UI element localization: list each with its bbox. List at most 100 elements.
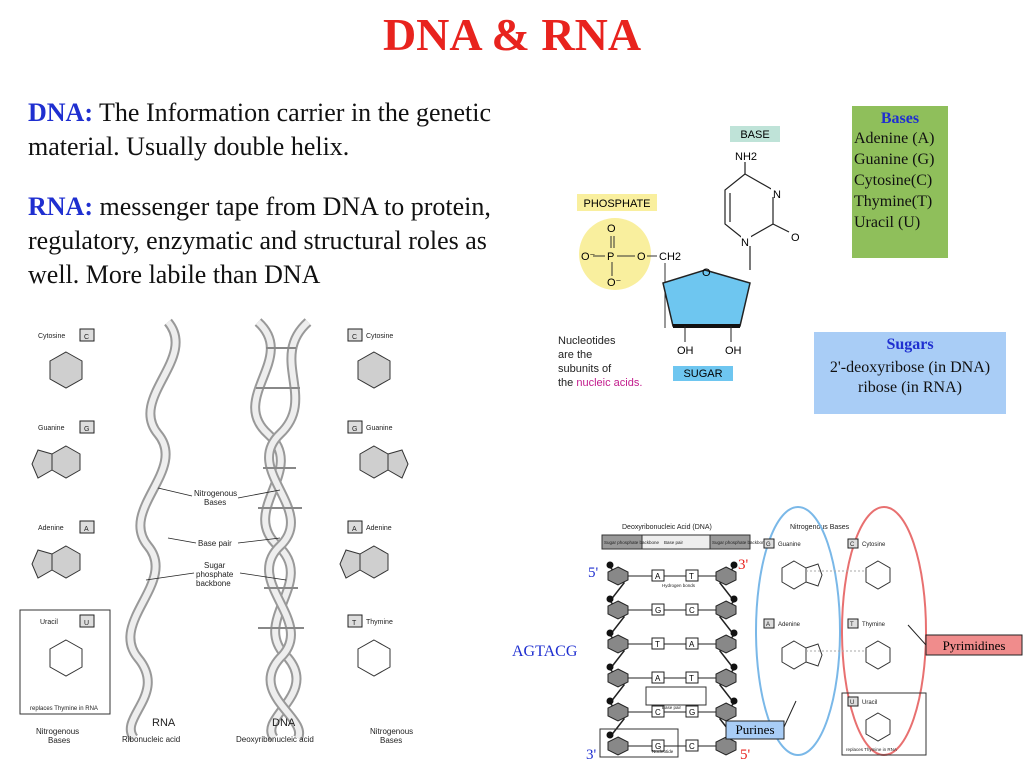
sugar-item-ribose: ribose (in RNA)	[858, 379, 962, 396]
rna-line-2: regulatory, enzymatic and structural rol…	[28, 226, 487, 255]
rung-letter-left: A	[655, 674, 661, 683]
phosphate-dot	[606, 697, 614, 705]
rna-line-3: well. More labile than DNA	[28, 260, 321, 289]
sugars-heading: Sugars	[886, 336, 934, 353]
three-prime-top: 3'	[738, 557, 749, 573]
rung-letter-right: T	[689, 572, 694, 581]
dna-ladder-diagram: Deoxyribonucleic Acid (DNA) Nitrogenous …	[512, 506, 1023, 763]
pyrimidine-u-name: Uracil	[862, 700, 877, 706]
dna-label: DNA	[272, 717, 296, 729]
base-item-adenine: Adenine (A)	[854, 130, 935, 147]
base-nitrogen-1: N	[741, 237, 749, 249]
pyrimidine-t-name: Thymine	[862, 622, 886, 628]
rna-description: RNA: messenger tape from DNA to protein,…	[28, 190, 608, 292]
caption-line-1: Nucleotides	[558, 335, 616, 347]
sugar-left	[607, 634, 629, 654]
purine-a-letter: A	[766, 622, 770, 628]
base-oxygen: O	[791, 232, 800, 244]
five-prime-top: 5'	[588, 565, 599, 581]
phosphate-dot	[730, 663, 738, 671]
rna-dna-helix-figure: Cytosine C Guanine G Adenine A Uracil U …	[19, 318, 413, 745]
rung-base-right	[685, 739, 699, 752]
legend-text-left: Sugar phosphate backbone	[604, 540, 660, 545]
sugar-label-box	[673, 366, 733, 381]
rung-base-left	[651, 739, 665, 752]
phosphate-group-highlight	[579, 218, 651, 290]
rung-base-right	[685, 637, 699, 650]
hydrogen-bonds-label: Hydrogen bonds	[662, 583, 696, 588]
phosphate-dot	[606, 595, 614, 603]
legend-backbone-right	[709, 534, 751, 550]
annotation-base-pair: Base pair	[198, 539, 232, 548]
rung-base-left	[651, 637, 665, 650]
rna-line-1: messenger tape from DNA to protein,	[93, 192, 491, 221]
left-uracil-name: Uracil	[40, 619, 58, 626]
base-pair-box	[645, 686, 707, 706]
rung-letter-right: G	[689, 708, 695, 717]
hydroxyl-3: OH	[725, 345, 742, 357]
sugar-left	[607, 668, 629, 688]
nucleotide-caption: Nucleotides are the subunits of the nucl…	[558, 334, 642, 390]
pyrimidine-c-name: Cytosine	[862, 542, 886, 548]
rung-letter-left: C	[655, 708, 661, 717]
rung-base-left	[651, 569, 665, 582]
pyrimidine-t-letter: T	[850, 622, 854, 628]
rna-strand	[125, 318, 181, 742]
base-item-thymine: Thymine(T)	[854, 193, 933, 210]
rung-letter-left: G	[655, 742, 661, 751]
rung-letter-right: T	[689, 674, 694, 683]
bases-heading: Bases	[880, 110, 920, 127]
annotation-sugar: Sugar	[204, 561, 226, 570]
hydroxyl-2: OH	[677, 345, 694, 357]
bottom-right-line-2: Bases	[380, 736, 402, 745]
left-uracil-letter: U	[84, 620, 89, 627]
sugar-left	[607, 566, 629, 586]
rung-base-left	[651, 603, 665, 616]
caption-prefix: the	[558, 377, 577, 389]
phosphate-label: PHOSPHATE	[583, 198, 650, 210]
pyrimidine-u-letter: U	[850, 700, 854, 706]
rna-keyword: RNA:	[28, 192, 93, 221]
left-uracil-note: replaces Thymine in RNA	[30, 706, 98, 712]
base-pair-label: Base pair	[662, 705, 682, 710]
bottom-left-line-2: Bases	[48, 736, 70, 745]
rna-sub-label: Ribonucleic acid	[122, 735, 180, 744]
right-adenine-name: Adenine	[366, 525, 392, 532]
rung-base-right	[685, 603, 699, 616]
rung-letter-right: C	[689, 606, 695, 615]
base-item-guanine: Guanine (G)	[854, 151, 935, 168]
base-item-cytosine: Cytosine(C)	[854, 172, 933, 189]
dna-sub-label: Deoxyribonucleic acid	[236, 735, 314, 744]
bases-box: Bases Adenine (A) Guanine (G) Cytosine(C…	[852, 106, 948, 258]
base-label: BASE	[740, 129, 769, 141]
phosphate-dot	[606, 561, 614, 569]
phosphate-dot	[730, 629, 738, 637]
phosphate-oxygen-bottom: O⁻	[607, 277, 622, 289]
dna-description: DNA: The Information carrier in the gene…	[28, 96, 598, 164]
phosphate-dot	[606, 629, 614, 637]
sugars-box: Sugars 2'-deoxyribose (in DNA) ribose (i…	[814, 332, 1006, 414]
ladder-uracil-note: replaces Thymine in RNA	[846, 747, 897, 752]
rung-base-left	[651, 671, 665, 684]
page-title: DNA & RNA	[382, 9, 642, 60]
sequence-label: AGTACG	[512, 643, 578, 660]
sugar-right	[715, 566, 737, 586]
amino-group: NH2	[735, 151, 757, 163]
phosphate-dot	[606, 663, 614, 671]
nucleotide-box	[599, 728, 679, 758]
dna-line-2: material. Usually double helix.	[28, 132, 350, 161]
phosphate-oxygen-left: O⁻	[581, 251, 596, 263]
sugar-right	[715, 702, 737, 722]
legend-text-right: Sugar phosphate backbone	[712, 540, 768, 545]
purines-label: Purines	[736, 722, 775, 737]
sugar-right	[715, 736, 737, 756]
left-adenine-name: Adenine	[38, 525, 64, 532]
left-cytosine-letter: C	[84, 334, 89, 341]
sugar-right	[715, 600, 737, 620]
left-adenine-letter: A	[84, 526, 89, 533]
phosphorus-atom: P	[607, 251, 614, 263]
dna-rungs	[256, 347, 304, 629]
purine-a-name: Adenine	[778, 622, 801, 628]
pyrimidine-c-letter: C	[850, 542, 855, 548]
ladder-header: Deoxyribonucleic Acid (DNA)	[622, 524, 712, 531]
